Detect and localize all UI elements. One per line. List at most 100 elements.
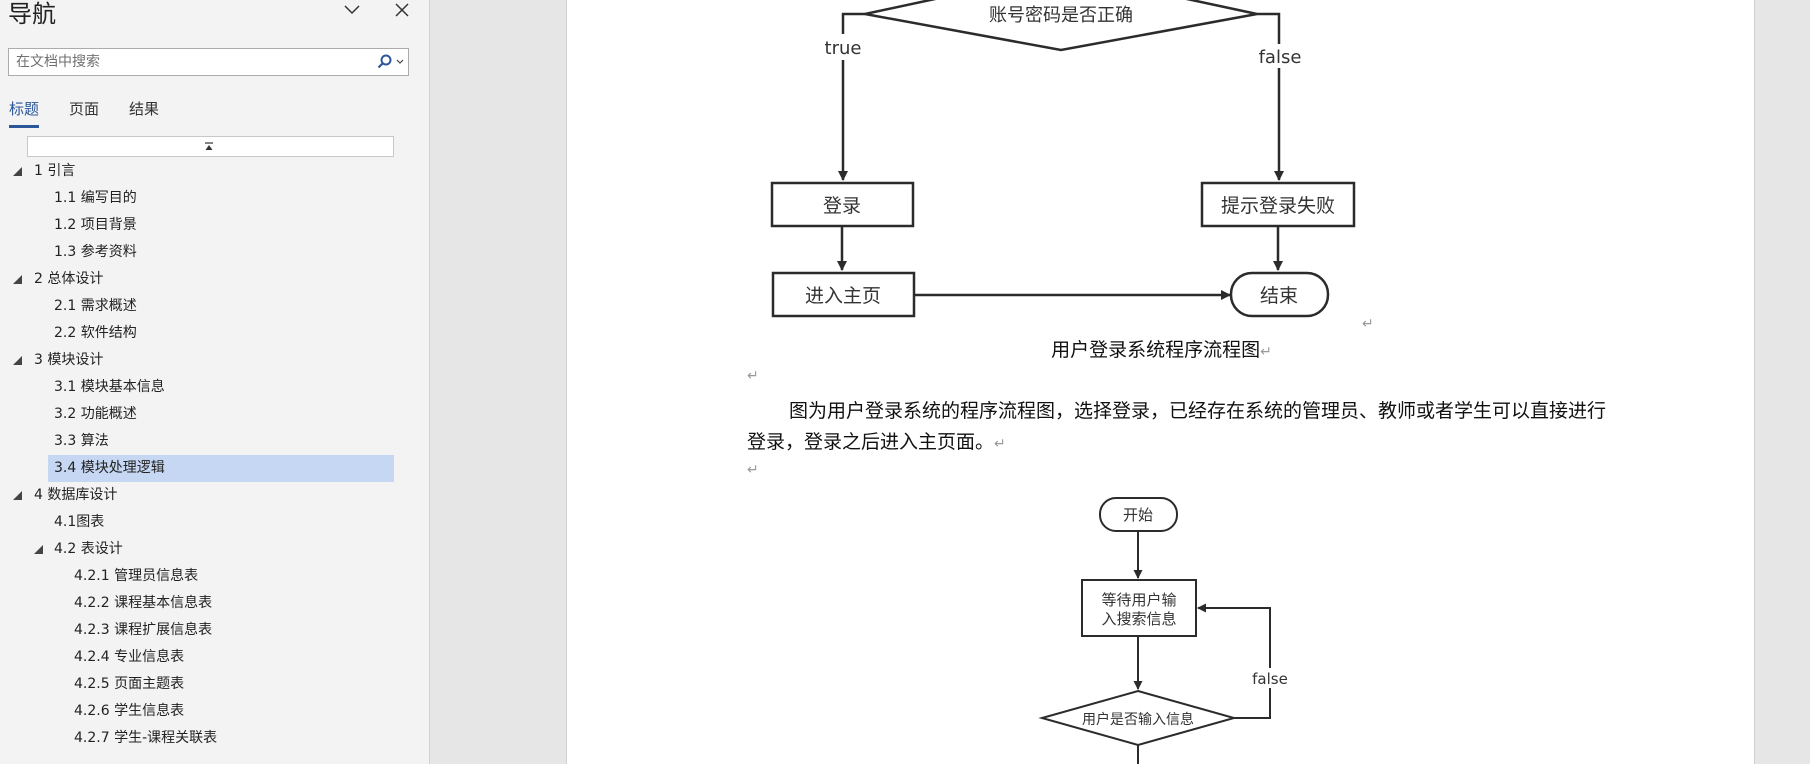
end-terminal-label: 结束 (1260, 285, 1298, 307)
return-mark: ↵ (994, 436, 1006, 452)
navigation-pane: 导航 标题 页面 结果 (0, 0, 430, 764)
chevron-down-icon (344, 5, 360, 15)
false-branch-arrow (1257, 12, 1284, 181)
heading-item[interactable]: 4.2.7 学生-课程关联表 (0, 725, 394, 752)
heading-item[interactable]: 3.3 算法 (0, 428, 394, 455)
heading-item[interactable]: 1.1 编写目的 (0, 185, 394, 212)
heading-item-label: 1.1 编写目的 (54, 190, 137, 206)
return-mark: ↵ (1260, 344, 1272, 360)
expanded-triangle-icon[interactable] (34, 545, 43, 554)
heading-item[interactable]: 4.2.3 课程扩展信息表 (0, 617, 394, 644)
search-options-chevron-icon[interactable] (395, 54, 405, 70)
home-process-box (771, 271, 916, 318)
wait-box-label-line2: 入搜索信息 (1101, 610, 1176, 628)
expanded-triangle-icon[interactable] (13, 356, 22, 365)
heading-item[interactable]: 3.1 模块基本信息 (0, 374, 394, 401)
heading-item-label: 3.2 功能概述 (54, 406, 137, 422)
heading-item-label: 4.2.2 课程基本信息表 (74, 595, 213, 611)
start-terminal-label: 开始 (1123, 506, 1153, 524)
nav-title: 导航 (8, 0, 56, 28)
heading-item-label: 2 总体设计 (34, 271, 104, 287)
heading-item[interactable]: 4.1图表 (0, 509, 394, 536)
nav-options-button[interactable] (340, 0, 364, 20)
heading-item[interactable]: 4.2.5 页面主题表 (0, 671, 394, 698)
heading-item-label: 4.2.5 页面主题表 (74, 676, 185, 692)
login-flowchart: 账号密码是否正确 true false 登录 提示登录失败 (770, 0, 1374, 332)
return-mark: ↵ (1362, 316, 1374, 332)
tab-headings[interactable]: 标题 (9, 98, 40, 130)
heading-item[interactable]: 1 引言 (0, 158, 394, 185)
heading-item-label: 4.2.3 课程扩展信息表 (74, 622, 213, 638)
heading-item[interactable]: 4.2.1 管理员信息表 (0, 563, 394, 590)
heading-item[interactable]: 2.1 需求概述 (0, 293, 394, 320)
tab-pages[interactable]: 页面 (69, 100, 100, 118)
heading-item[interactable]: 4.2.4 专业信息表 (0, 644, 394, 671)
login-process-box (770, 181, 915, 228)
heading-item-label: 3.4 模块处理逻辑 (54, 460, 165, 476)
false-label: false (1259, 47, 1302, 68)
expanded-triangle-icon[interactable] (13, 491, 22, 500)
home-box-label: 进入主页 (805, 285, 881, 307)
heading-item-label: 1.2 项目背景 (54, 217, 137, 233)
nav-search-box (8, 48, 409, 76)
heading-item[interactable]: 4.2.6 学生信息表 (0, 698, 394, 725)
body-paragraph-text: 图为用户登录系统的程序流程图，选择登录，已经存在系统的管理员、教师或者学生可以直… (747, 400, 1607, 453)
nav-close-button[interactable] (390, 0, 414, 20)
heading-item-label: 4 数据库设计 (34, 487, 118, 503)
heading-item[interactable]: 4.2.2 课程基本信息表 (0, 590, 394, 617)
heading-item[interactable]: 3.2 功能概述 (0, 401, 394, 428)
false-loop-arrow (1197, 603, 1271, 719)
heading-item-label: 4.2.7 学生-课程关联表 (74, 730, 218, 746)
heading-item[interactable]: 3.4 模块处理逻辑 (48, 455, 394, 482)
heading-item-label: 3.3 算法 (54, 433, 109, 449)
heading-item-label: 4.1图表 (54, 514, 105, 530)
fail-process-box (1200, 181, 1356, 228)
heading-item-label: 2.2 软件结构 (54, 325, 137, 341)
heading-item-label: 4.2.1 管理员信息表 (74, 568, 199, 584)
heading-item-label: 4.2 表设计 (54, 541, 123, 557)
expanded-triangle-icon[interactable] (13, 275, 22, 284)
login-box-label: 登录 (823, 195, 861, 217)
heading-item-label: 2.1 需求概述 (54, 298, 137, 314)
input-decision-label: 用户是否输入信息 (1082, 711, 1194, 728)
figure-caption-text: 用户登录系统程序流程图 (1051, 339, 1261, 361)
heading-item-label: 4.2.6 学生信息表 (74, 703, 185, 719)
document-canvas[interactable]: 账号密码是否正确 true false 登录 提示登录失败 (431, 0, 1810, 764)
heading-item-label: 3 模块设计 (34, 352, 104, 368)
heading-item[interactable]: 2 总体设计 (0, 266, 394, 293)
heading-item-label: 3.1 模块基本信息 (54, 379, 165, 395)
heading-item-label: 4.2.4 专业信息表 (74, 649, 185, 665)
search-icon[interactable] (376, 53, 394, 71)
scroll-to-top-bar[interactable] (27, 136, 394, 157)
end-terminal (1229, 271, 1330, 318)
loop-false-label: false (1252, 670, 1288, 688)
body-paragraph: 图为用户登录系统的程序流程图，选择登录，已经存在系统的管理员、教师或者学生可以直… (747, 396, 1607, 460)
expanded-triangle-icon[interactable] (13, 167, 22, 176)
heading-item-label: 1 引言 (34, 163, 76, 179)
return-mark: ↵ (747, 462, 759, 478)
nav-tabs: 标题 页面 结果 (0, 98, 420, 132)
document-page[interactable]: 账号密码是否正确 true false 登录 提示登录失败 (566, 0, 1755, 764)
heading-item[interactable]: 4.2 表设计 (0, 536, 394, 563)
figure-caption: 用户登录系统程序流程图↵ (567, 335, 1756, 362)
true-branch-arrow (838, 12, 865, 181)
search-flowchart: 开始 等待用户输 入搜索信息 用户是否输入信息 false (1038, 497, 1290, 764)
wait-input-box (1081, 579, 1197, 637)
decision-diamond (864, 0, 1258, 52)
close-icon (395, 3, 409, 17)
fail-box-label: 提示登录失败 (1221, 195, 1335, 217)
collapse-up-icon (205, 142, 213, 150)
heading-item-label: 1.3 参考资料 (54, 244, 137, 260)
wait-box-label-line1: 等待用户输 (1101, 591, 1176, 609)
decision-label: 账号密码是否正确 (989, 5, 1133, 26)
heading-item[interactable]: 1.2 项目背景 (0, 212, 394, 239)
return-mark: ↵ (747, 368, 759, 384)
true-label: true (825, 38, 862, 59)
heading-item[interactable]: 3 模块设计 (0, 347, 394, 374)
tab-results[interactable]: 结果 (129, 100, 160, 118)
heading-item[interactable]: 1.3 参考资料 (0, 239, 394, 266)
heading-item[interactable]: 4 数据库设计 (0, 482, 394, 509)
search-input[interactable] (9, 49, 376, 75)
heading-item[interactable]: 2.2 软件结构 (0, 320, 394, 347)
